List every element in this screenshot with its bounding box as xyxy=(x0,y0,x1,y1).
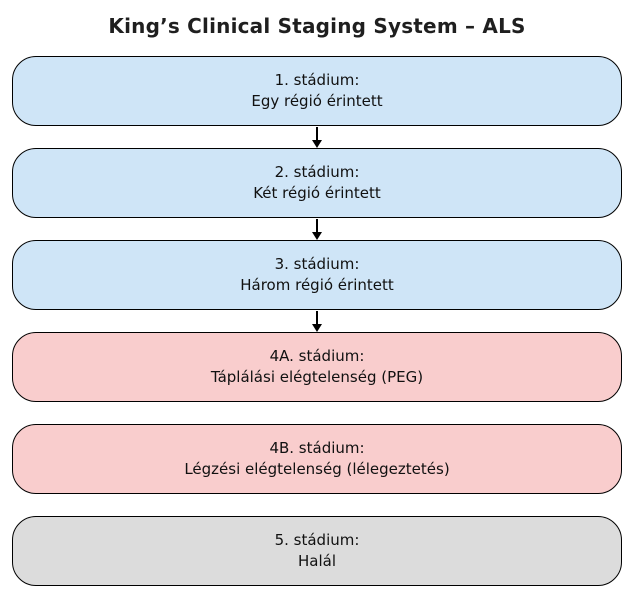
connector-2-3 xyxy=(12,218,622,240)
stage-3-title: 3. stádium: xyxy=(274,255,360,273)
arrow-head xyxy=(312,139,322,148)
connector-4a-4b xyxy=(12,402,622,424)
connector-3-4a xyxy=(12,310,622,332)
arrow-head xyxy=(312,323,322,332)
flowchart: 1. stádium: Egy régió érintett 2. stádiu… xyxy=(0,56,634,586)
stage-5-description: Halál xyxy=(298,552,336,570)
stage-5-title: 5. stádium: xyxy=(274,531,360,549)
stage-box-4b: 4B. stádium: Légzési elégtelenség (léleg… xyxy=(12,424,622,494)
arrow-down-icon xyxy=(312,218,322,240)
arrow-shaft xyxy=(316,218,318,232)
stage-1-title: 1. stádium: xyxy=(274,71,360,89)
arrow-shaft xyxy=(316,126,318,140)
stage-1-description: Egy régió érintett xyxy=(251,92,383,110)
stage-4a-title: 4A. stádium: xyxy=(269,347,365,365)
arrow-down-icon xyxy=(312,126,322,148)
stage-box-4a: 4A. stádium: Táplálási elégtelenség (PEG… xyxy=(12,332,622,402)
stage-3-description: Három régió érintett xyxy=(240,276,394,294)
arrow-shaft xyxy=(316,310,318,324)
stage-box-2: 2. stádium: Két régió érintett xyxy=(12,148,622,218)
stage-box-3: 3. stádium: Három régió érintett xyxy=(12,240,622,310)
arrow-down-icon xyxy=(312,310,322,332)
diagram-title: King’s Clinical Staging System – ALS xyxy=(108,14,526,38)
arrow-head xyxy=(312,231,322,240)
connector-4b-5 xyxy=(12,494,622,516)
connector-1-2 xyxy=(12,126,622,148)
stage-2-description: Két régió érintett xyxy=(253,184,381,202)
stage-4a-description: Táplálási elégtelenség (PEG) xyxy=(210,368,424,386)
stage-2-title: 2. stádium: xyxy=(274,163,360,181)
stage-4b-title: 4B. stádium: xyxy=(269,439,365,457)
stage-box-5: 5. stádium: Halál xyxy=(12,516,622,586)
stage-4b-description: Légzési elégtelenség (lélegeztetés) xyxy=(184,460,450,478)
stage-box-1: 1. stádium: Egy régió érintett xyxy=(12,56,622,126)
